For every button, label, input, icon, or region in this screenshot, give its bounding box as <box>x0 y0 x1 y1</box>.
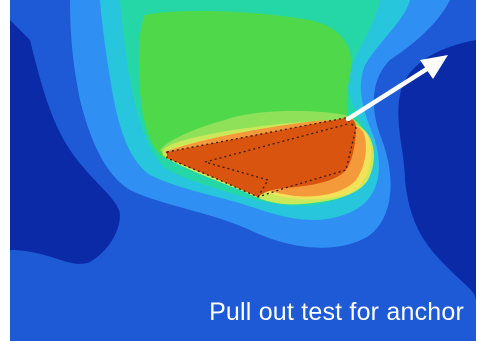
figure-caption: Pull out test for anchor <box>209 298 464 326</box>
anchor-plate <box>167 117 356 197</box>
anchor-plate-inner-edge <box>204 123 349 198</box>
stress-contour-plot <box>10 0 476 341</box>
simulation-figure: Pull out test for anchor <box>10 0 476 341</box>
pull-direction-arrow <box>345 55 448 122</box>
anchor-plate-outline <box>166 117 357 198</box>
